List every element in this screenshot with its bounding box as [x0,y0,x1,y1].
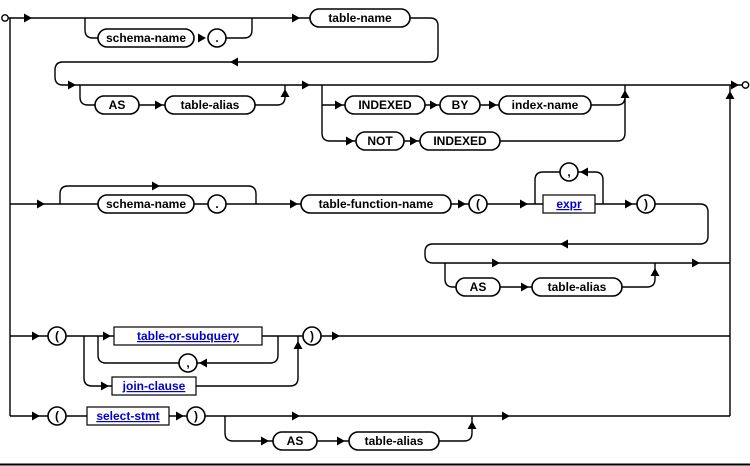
link-expr-label[interactable]: expr [556,197,582,211]
term-lparen-2-shape [47,326,67,346]
exit-point [741,81,750,89]
term-schema-name-2-label: schema-name [106,197,186,211]
term-comma-2-shape [178,353,198,373]
link-table-or-subquery-box[interactable] [113,326,263,346]
term-table-alias-2-label: table-alias [548,280,607,294]
term-table-alias-2-shape [531,277,623,297]
term-table-function-name-label: table-function-name [319,197,434,211]
term-by-1-shape [439,95,481,115]
term-lparen-2: ( [47,326,67,346]
term-table-alias-3: table-alias [348,431,440,451]
term-table-alias-3-label: table-alias [365,434,424,448]
link-join-clause-label[interactable]: join-clause [122,379,186,393]
term-rparen-1-shape [636,194,656,214]
term-rparen-2-label: ) [310,329,314,343]
term-comma-1-shape [559,162,579,182]
link-expr[interactable]: expr [542,194,596,214]
bottom-rule [0,463,750,466]
term-table-alias-1-label: table-alias [181,98,240,112]
term-as-1-label: AS [109,98,126,112]
term-as-3: AS [272,431,318,451]
term-table-function-name: table-function-name [300,194,452,214]
link-select-stmt[interactable]: select-stmt [86,406,170,426]
term-indexed-2-shape [419,131,501,151]
term-comma-2-label: , [186,356,189,370]
term-lparen-1-label: ( [476,197,480,211]
term-schema-name-2: schema-name [97,194,195,214]
term-as-3-shape [272,431,318,451]
term-by-1-label: BY [452,98,469,112]
term-indexed-1: INDEXED [344,95,426,115]
entry-point [1,14,9,22]
link-join-clause[interactable]: join-clause [111,376,197,396]
term-indexed-2: INDEXED [419,131,501,151]
term-table-alias-2: table-alias [531,277,623,297]
term-rparen-2: ) [302,326,322,346]
link-table-or-subquery[interactable]: table-or-subquery [113,326,263,346]
term-lparen-1-shape [468,194,488,214]
term-not-1-label: NOT [367,134,393,148]
term-comma-1-label: , [567,165,570,179]
term-dot-2-label: . [215,197,218,211]
term-by-1: BY [439,95,481,115]
term-lparen-3-label: ( [55,409,59,423]
term-rparen-3: ) [186,406,206,426]
term-not-1-shape [355,131,405,151]
term-lparen-3: ( [47,406,67,426]
term-table-name-shape [309,8,411,28]
term-as-2: AS [455,277,501,297]
term-index-name: index-name [498,95,592,115]
link-table-or-subquery-label[interactable]: table-or-subquery [137,329,239,343]
term-schema-name-1: schema-name [97,28,195,48]
term-indexed-2-label: INDEXED [433,134,487,148]
term-index-name-label: index-name [512,98,579,112]
term-as-2-shape [455,277,501,297]
term-dot-2-shape [207,194,227,214]
term-indexed-1-label: INDEXED [358,98,412,112]
term-schema-name-2-shape [97,194,195,214]
term-as-3-label: AS [287,434,304,448]
link-join-clause-box[interactable] [111,376,197,396]
term-comma-2: , [178,353,198,373]
term-table-name: table-name [309,8,411,28]
term-schema-name-1-label: schema-name [106,31,186,45]
term-dot-2: . [207,194,227,214]
term-lparen-1: ( [468,194,488,214]
term-index-name-shape [498,95,592,115]
term-rparen-1: ) [636,194,656,214]
term-rparen-2-shape [302,326,322,346]
term-not-1: NOT [355,131,405,151]
term-rparen-1-label: ) [644,197,648,211]
term-lparen-2-label: ( [55,329,59,343]
term-table-alias-3-shape [348,431,440,451]
term-schema-name-1-shape [97,28,195,48]
term-dot-1-label: . [215,31,218,45]
term-rparen-3-label: ) [194,409,198,423]
term-indexed-1-shape [344,95,426,115]
term-table-name-label: table-name [328,11,392,25]
term-dot-1: . [207,28,227,48]
link-select-stmt-label[interactable]: select-stmt [96,409,159,423]
term-dot-1-shape [207,28,227,48]
link-select-stmt-box[interactable] [86,406,170,426]
term-as-2-label: AS [470,280,487,294]
term-table-alias-1: table-alias [164,95,256,115]
term-comma-1: , [559,162,579,182]
term-as-1-shape [94,95,140,115]
term-as-1: AS [94,95,140,115]
term-table-alias-1-shape [164,95,256,115]
link-expr-box[interactable] [542,194,596,214]
term-lparen-3-shape [47,406,67,426]
term-table-function-name-shape [300,194,452,214]
term-rparen-3-shape [186,406,206,426]
